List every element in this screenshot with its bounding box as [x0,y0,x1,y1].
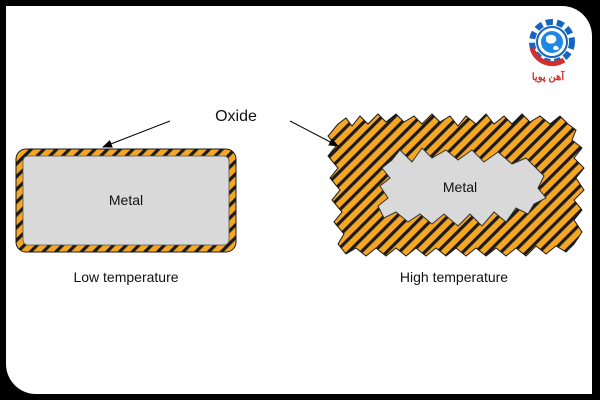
metal-block-low [22,155,230,246]
caption-high-temperature: High temperature [400,269,508,285]
high-temperature-sample: Metal [327,113,585,257]
caption-low-temperature: Low temperature [73,269,178,285]
diagram-panel: Metal Metal Oxide Low temperature High t… [6,6,592,394]
company-logo: آهن پویا [529,19,575,83]
logo-text: آهن پویا [532,70,565,83]
low-temperature-sample: Metal [15,148,237,253]
oxide-callout: Oxide [102,108,339,148]
oxidation-diagram: Metal Metal Oxide Low temperature High t… [15,19,585,285]
metal-label-high: Metal [443,179,477,195]
metal-label-low: Metal [109,192,143,208]
gear-icon [529,19,575,67]
arrow-to-thin-oxide [102,120,171,148]
oxide-label: Oxide [215,108,257,125]
arrow-to-thick-oxide [289,120,339,147]
metal-core-high [377,147,547,227]
